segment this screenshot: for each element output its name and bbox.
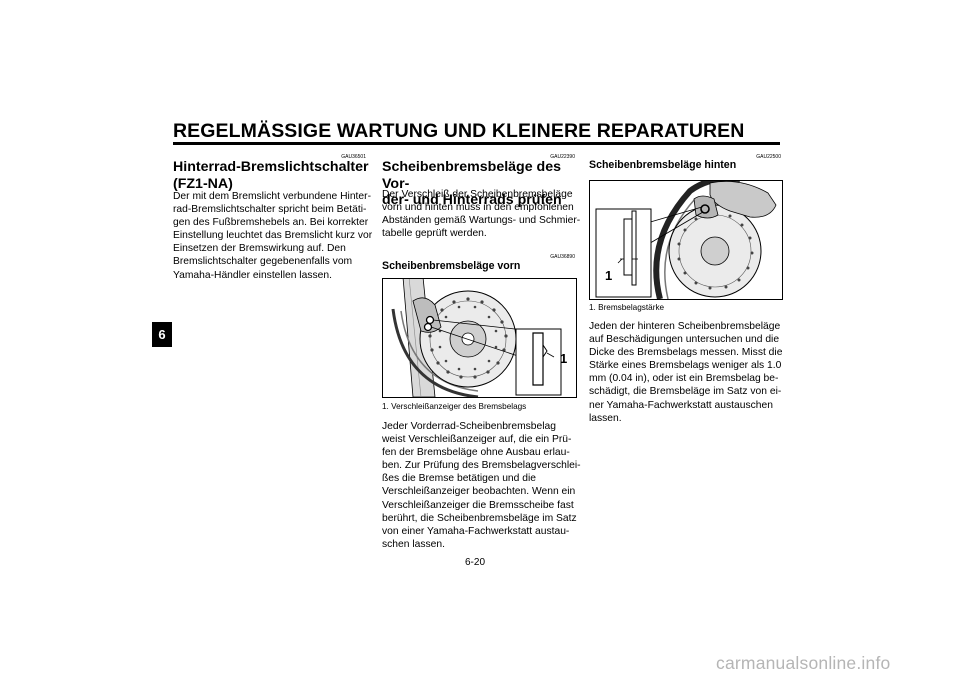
body-line: Einstellung leuchtet das Bremslicht kurz… xyxy=(173,230,373,242)
figure-caption: 1. Verschleißanzeiger des Bremsbelags xyxy=(382,402,527,411)
heading-line: (FZ1-NA) xyxy=(173,175,233,192)
subsection-heading: Scheibenbremsbeläge vorn xyxy=(382,260,521,272)
body-line: Verschleißanzeiger die Bremsscheibe fast xyxy=(382,499,574,511)
section-body: Der mit dem Bremslicht verbundene Hinter… xyxy=(173,190,373,282)
page-header-title: REGELMÄSSIGE WARTUNG UND KLEINERE REPARA… xyxy=(173,120,745,142)
section-body: Jeden der hinteren Scheibenbremsbeläge a… xyxy=(589,320,789,425)
body-line: Abständen gemäß Wartungs- und Schmier- xyxy=(382,215,581,227)
body-line: Der Verschleiß der Scheibenbremsbeläge xyxy=(382,189,573,200)
section-code: GAU22390 xyxy=(550,154,575,160)
body-line: ner Yamaha-Fachwerkstatt austauschen xyxy=(589,399,773,411)
body-line: ßes die Bremse betätigen und die xyxy=(382,473,536,485)
body-line: gen des Fußbremshebels an. Bei korrekter xyxy=(173,217,369,229)
body-line: vorn und hinten muss in den empfohlenen xyxy=(382,202,574,214)
header-rule xyxy=(173,142,780,145)
body-line: schen lassen. xyxy=(382,538,445,550)
body-line: fen der Bremsbeläge ohne Ausbau erlau- xyxy=(382,447,570,459)
body-line: lassen. xyxy=(589,412,622,424)
body-line: rad-Bremslichtschalter spricht beim Betä… xyxy=(173,204,367,216)
body-line: Yamaha-Händler einstellen lassen. xyxy=(173,269,332,281)
body-line: von einer Yamaha-Fachwerkstatt austau- xyxy=(382,525,570,537)
chapter-tab: 6 xyxy=(152,322,172,347)
subsection-heading: Scheibenbremsbeläge hinten xyxy=(589,159,737,171)
body-line: berührt, die Scheibenbremsbeläge im Satz xyxy=(382,512,577,524)
body-line: Jeder Vorderrad-Scheibenbremsbelag xyxy=(382,421,557,432)
figure-callout-1: 1 xyxy=(605,268,613,283)
subsection-code: GAU22500 xyxy=(756,154,781,160)
page-number: 6-20 xyxy=(465,557,486,568)
figure-callout-1: 1 xyxy=(560,351,568,366)
figure-caption: 1. Bremsbelagstärke xyxy=(589,303,665,312)
body-line: tabelle geprüft werden. xyxy=(382,228,487,240)
section-code: GAU36501 xyxy=(341,154,366,160)
section-heading: Hinterrad-Bremslichtschalter (FZ1-NA) xyxy=(173,159,373,192)
section-body: Jeder Vorderrad-Scheibenbremsbelag weist… xyxy=(382,420,582,551)
rear-brake-figure: 1 xyxy=(589,180,783,300)
front-brake-figure: 1 xyxy=(382,278,577,398)
front-brake-illustration xyxy=(391,279,562,397)
heading-line: Hinterrad-Bremslichtschalter xyxy=(173,159,369,175)
body-line: ben. Zur Prüfung des Bremsbelagverschlei… xyxy=(382,460,581,472)
section-intro: Der Verschleiß der Scheibenbremsbeläge v… xyxy=(382,188,582,240)
heading-line: Scheibenbremsbeläge des Vor- xyxy=(382,159,561,192)
body-line: schädigt, die Bremsbeläge im Satz von ei… xyxy=(589,386,782,398)
body-line: Stärke eines Bremsbelags weniger als 1.0 xyxy=(589,360,782,372)
body-line: weist Verschleißanzeiger auf, die ein Pr… xyxy=(382,434,572,446)
rear-brake-illustration xyxy=(595,181,777,299)
section-heading: Scheibenbremsbeläge des Vor- der- und Hi… xyxy=(382,159,582,209)
body-line: Der mit dem Bremslicht verbundene Hinter… xyxy=(173,191,371,202)
subsection-code: GAU36890 xyxy=(550,254,575,260)
body-line: Bremslichtschalter gegebenenfalls vom xyxy=(173,256,353,268)
heading-line: der- und Hinterrads prüfen xyxy=(382,192,562,208)
body-line: mm (0.04 in), oder ist ein Bremsbelag be… xyxy=(589,373,779,385)
body-line: Dicke des Bremsbelags messen. Misst die xyxy=(589,347,783,359)
body-line: Jeden der hinteren Scheibenbremsbeläge xyxy=(589,321,781,332)
body-line: Einsetzen der Bremswirkung auf. Den xyxy=(173,243,346,255)
watermark: carmanualsonline.info xyxy=(716,653,891,673)
body-line: Verschleißanzeiger beobachten. Wenn ein xyxy=(382,486,576,498)
body-line: auf Beschädigungen untersuchen und die xyxy=(589,334,780,346)
